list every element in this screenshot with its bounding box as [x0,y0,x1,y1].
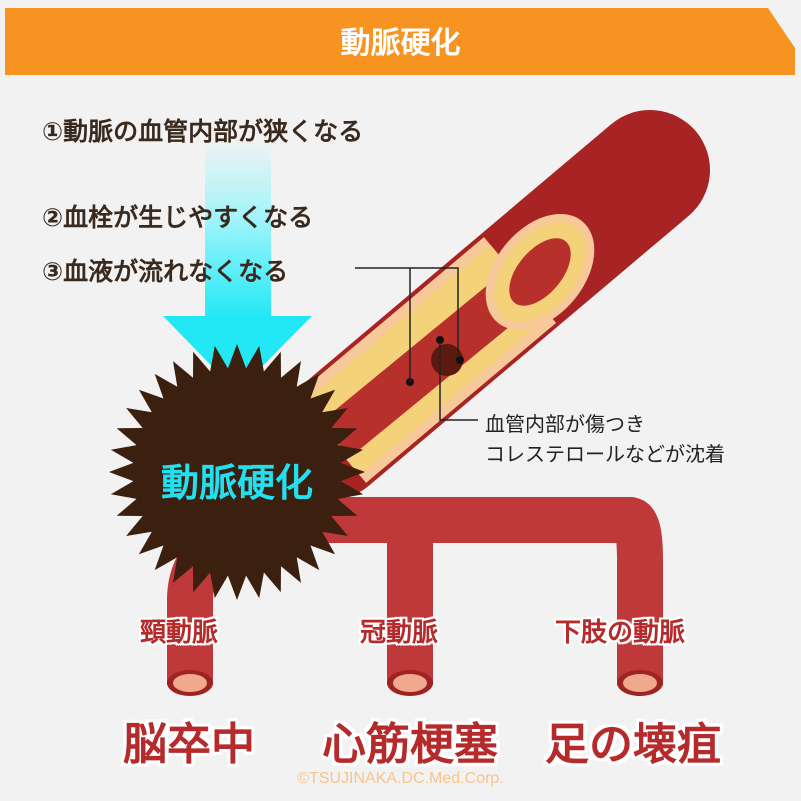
banner-title: 動脈硬化 [340,26,461,61]
artery-cross-section [270,110,710,500]
copyright: ©TSUJINAKA.DC.Med.Corp. [297,770,504,787]
step-2: ②血栓が生じやすくなる [42,203,314,232]
title-banner [5,8,795,75]
note-line-2: コレステロールなどが沈着 [485,442,725,466]
disease-mi: 心筋梗塞 [322,719,498,770]
artery-label-carotid: 頸動脈 [140,618,219,648]
artery-label-lower-limb: 下肢の動脈 [555,618,686,648]
center-label: 動脈硬化 [160,461,313,505]
disease-stroke: 脳卒中 [123,719,255,770]
step-3: ③血液が流れなくなる [42,257,289,286]
note-line-1: 血管内部が傷つき [485,412,645,436]
step-1: ①動脈の血管内部が狭くなる [42,117,364,146]
artery-label-coronary: 冠動脈 [360,618,439,648]
artery-openings [167,670,663,696]
starburst [109,344,365,600]
disease-gangrene: 足の壊疽 [545,719,721,770]
